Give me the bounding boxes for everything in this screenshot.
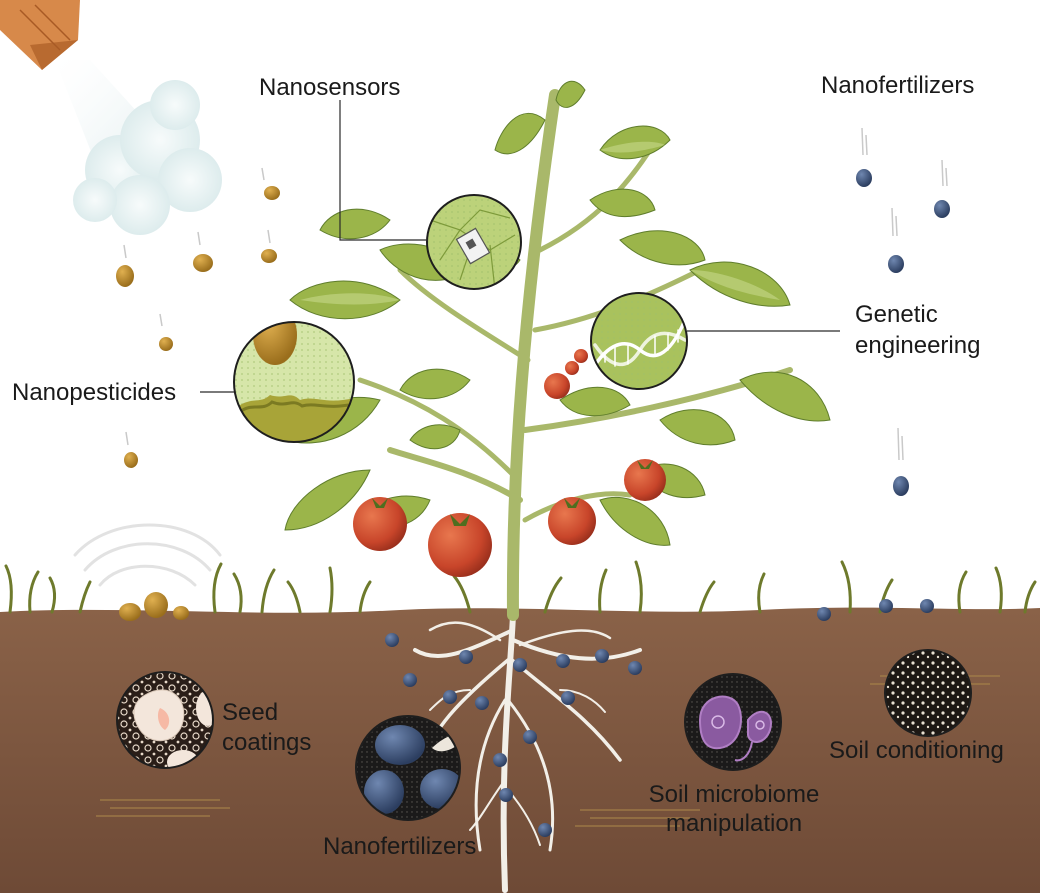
- falling-nanofertilizers: [856, 127, 950, 496]
- genetic-engineering-zoom: [590, 292, 688, 390]
- sensor-chip-icon: [455, 227, 491, 265]
- label-seed-coatings-line2: coatings: [222, 729, 312, 756]
- tomato-plant: [284, 80, 831, 621]
- label-nanofertilizers-soil: Nanofertilizers: [323, 833, 477, 860]
- nanofertilizers-soil-zoom: [355, 715, 461, 821]
- label-seed-coatings-line1: Seed: [222, 699, 279, 726]
- soil-conditioning-zoom: [884, 649, 972, 737]
- label-soil-microbiome-line1: Soil microbiome: [648, 781, 820, 808]
- seed-coatings-zoom: [116, 671, 214, 769]
- dna-icon: [593, 318, 687, 367]
- spray-cloud-icon: [73, 80, 222, 235]
- grass: [4, 560, 1037, 614]
- label-soil-microbiome-line2: manipulation: [665, 810, 803, 837]
- label-genetic-engineering-line1: Genetic: [855, 301, 938, 328]
- label-genetic-engineering-line2: engineering: [855, 332, 981, 359]
- spray-nozzle-icon: [0, 0, 80, 70]
- label-nanopesticides: Nanopesticides: [12, 379, 177, 406]
- label-nanosensors: Nanosensors: [259, 74, 401, 101]
- soil: [0, 607, 1040, 893]
- label-soil-conditioning: Soil conditioning: [829, 737, 1004, 764]
- label-nanofertilizers-air: Nanofertilizers: [821, 72, 975, 99]
- nanosensors-zoom: [426, 194, 522, 290]
- bacteria-icon: [698, 695, 772, 762]
- nanopesticides-zoom: [233, 321, 355, 443]
- roots: [413, 612, 642, 893]
- soil-microbiome-zoom: [684, 673, 782, 771]
- leader-lines: [200, 100, 840, 393]
- soil-nanofertilizer-beads: [385, 599, 934, 837]
- tomato-icon: [353, 349, 666, 577]
- seed-icon: [133, 689, 213, 768]
- falling-nanopesticides: [73, 167, 280, 621]
